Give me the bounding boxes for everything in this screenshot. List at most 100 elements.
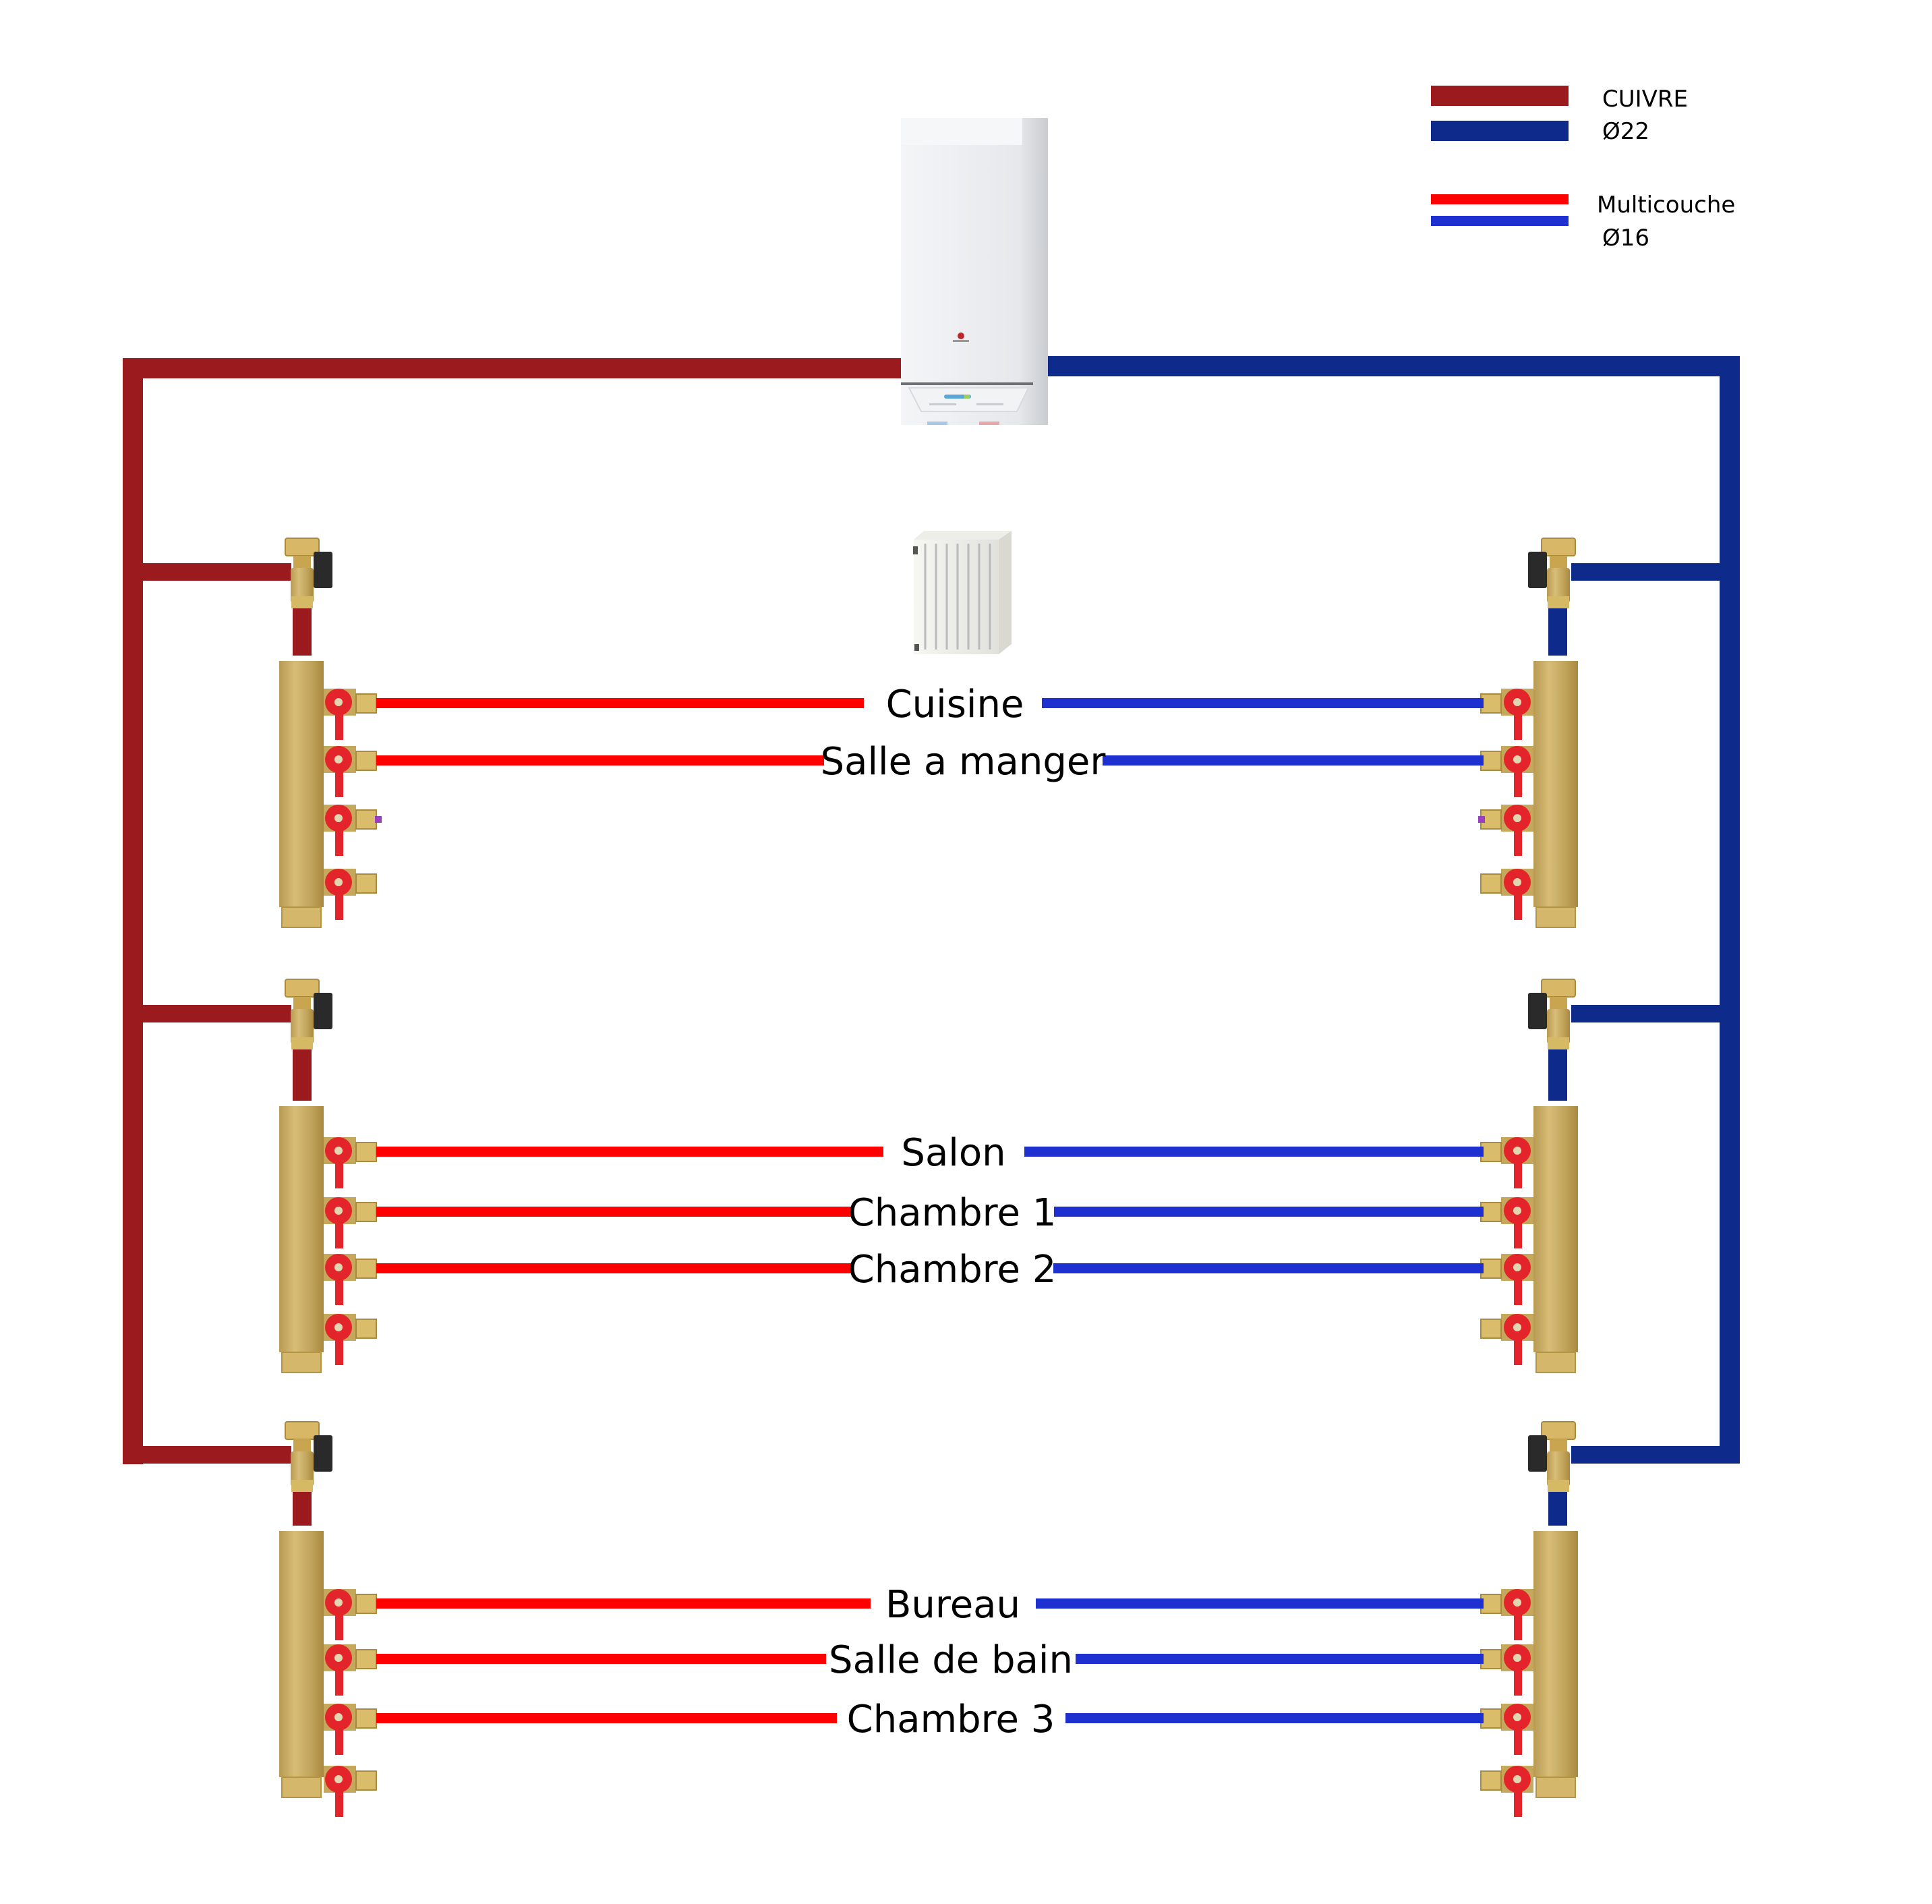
manifold-port bbox=[324, 1589, 377, 1640]
manifold-port bbox=[324, 1254, 377, 1305]
legend-multilayer-supply-swatch bbox=[1431, 194, 1569, 204]
valve-handle bbox=[314, 552, 332, 588]
circuit-bureau: Bureau bbox=[376, 1583, 1484, 1627]
port-valve-lever bbox=[1514, 768, 1522, 797]
port-valve-screw bbox=[334, 1713, 343, 1721]
port-valve-screw bbox=[1513, 1147, 1521, 1155]
port-fitting bbox=[355, 1770, 377, 1791]
port-valve-screw bbox=[1513, 1207, 1521, 1215]
circuit-chambre-1: Chambre 1 bbox=[376, 1191, 1484, 1235]
copper-pipe-network bbox=[123, 356, 1740, 1526]
legend-copper-label: CUIVRE bbox=[1602, 86, 1688, 113]
valve-thread bbox=[291, 1037, 313, 1049]
supply-drop bbox=[293, 606, 312, 656]
valve-handle bbox=[1528, 1435, 1547, 1472]
valve-body bbox=[1547, 568, 1570, 603]
port-fitting bbox=[355, 751, 377, 771]
supply-main-vertical bbox=[123, 358, 143, 1464]
manifold-end-thread bbox=[281, 906, 322, 928]
port-fitting bbox=[1480, 751, 1502, 771]
manifold-port bbox=[324, 1314, 377, 1365]
circuit-salle-de-bain: Salle de bain bbox=[376, 1638, 1484, 1682]
port-valve-screw bbox=[334, 698, 343, 706]
circuit-salon: Salon bbox=[376, 1131, 1484, 1175]
return-main-horizontal bbox=[1044, 356, 1740, 376]
return-branch bbox=[1571, 1005, 1740, 1022]
circuit-room-label: Cuisine bbox=[886, 683, 1024, 726]
valve-body bbox=[291, 1451, 314, 1487]
port-valve-screw bbox=[1513, 1323, 1521, 1331]
port-fitting bbox=[355, 1202, 377, 1222]
port-valve-lever bbox=[1514, 1725, 1522, 1755]
manifold-port bbox=[1480, 1704, 1533, 1755]
port-valve-screw bbox=[1513, 814, 1521, 822]
port-valve-lever bbox=[1514, 1611, 1522, 1640]
return-drop bbox=[1548, 1489, 1567, 1526]
boiler-icon bbox=[901, 118, 1048, 425]
port-fitting bbox=[355, 1649, 377, 1669]
circuit-supply-line bbox=[376, 755, 824, 766]
supply-main-horizontal bbox=[123, 358, 905, 378]
supply-manifold-icon bbox=[279, 661, 377, 928]
port-fitting bbox=[1480, 693, 1502, 714]
manifold-end-thread bbox=[1535, 1352, 1576, 1373]
port-valve-lever bbox=[335, 710, 343, 740]
port-fitting bbox=[1480, 1202, 1502, 1222]
port-fitting bbox=[355, 693, 377, 714]
port-valve-lever bbox=[1514, 1666, 1522, 1696]
manifold-port bbox=[1480, 1589, 1533, 1640]
valve-body bbox=[1547, 1451, 1570, 1487]
port-fitting bbox=[355, 809, 377, 830]
manifold-body bbox=[1533, 1106, 1578, 1352]
valve-handle bbox=[1528, 552, 1547, 588]
supply-branch bbox=[123, 1446, 291, 1464]
port-valve-lever bbox=[1514, 1159, 1522, 1188]
port-valve-lever bbox=[335, 1219, 343, 1248]
circuit-return-line bbox=[1042, 698, 1484, 708]
port-valve-lever bbox=[1514, 890, 1522, 920]
manifold-port bbox=[1480, 805, 1533, 856]
return-isolation-valve-icon bbox=[1528, 538, 1576, 608]
supply-isolation-valve-icon bbox=[285, 979, 332, 1049]
port-valve-lever bbox=[1514, 710, 1522, 740]
manifold-port bbox=[324, 689, 377, 740]
manifold-port bbox=[1480, 1644, 1533, 1696]
return-drop bbox=[1548, 1047, 1567, 1101]
valve-handle bbox=[314, 1435, 332, 1472]
port-fitting bbox=[1480, 1708, 1502, 1729]
port-valve-lever bbox=[335, 1159, 343, 1188]
valve-neck bbox=[1550, 556, 1567, 568]
circuit-chambre-2: Chambre 2 bbox=[376, 1248, 1484, 1292]
manifold-end-thread bbox=[281, 1777, 322, 1798]
port-valve-lever bbox=[335, 1787, 343, 1817]
valve-thread bbox=[1548, 1037, 1569, 1049]
legend-multilayer-return-swatch bbox=[1431, 216, 1569, 226]
port-valve-screw bbox=[334, 1775, 343, 1783]
circuit-supply-line bbox=[376, 1713, 837, 1723]
manifold-body bbox=[1533, 661, 1578, 907]
radiator-icon bbox=[913, 531, 1012, 654]
circuit-supply-line bbox=[376, 698, 864, 708]
port-valve-screw bbox=[334, 1207, 343, 1215]
manifold-port bbox=[1480, 1197, 1533, 1248]
manifold-body bbox=[1533, 1531, 1578, 1777]
legend-copper-return-swatch bbox=[1431, 121, 1569, 141]
circuit-supply-line bbox=[376, 1147, 883, 1157]
port-fitting bbox=[1480, 1142, 1502, 1162]
port-valve-screw bbox=[1513, 755, 1521, 763]
port-valve-lever bbox=[1514, 1787, 1522, 1817]
return-manifold-icon bbox=[1480, 661, 1578, 928]
return-branch bbox=[1571, 563, 1740, 581]
port-fitting bbox=[355, 1259, 377, 1279]
return-main-vertical bbox=[1720, 356, 1740, 1462]
valve-neck bbox=[1550, 997, 1567, 1009]
port-valve-lever bbox=[335, 1725, 343, 1755]
port-valve-screw bbox=[334, 755, 343, 763]
manifold-port bbox=[324, 1137, 377, 1188]
port-valve-screw bbox=[334, 878, 343, 886]
circuit-return-line bbox=[1076, 1654, 1484, 1664]
supply-manifold-icon bbox=[279, 1106, 377, 1373]
circuit-room-label: Chambre 3 bbox=[847, 1698, 1055, 1741]
manifold-port bbox=[324, 869, 377, 920]
valve-thread bbox=[291, 1480, 313, 1492]
